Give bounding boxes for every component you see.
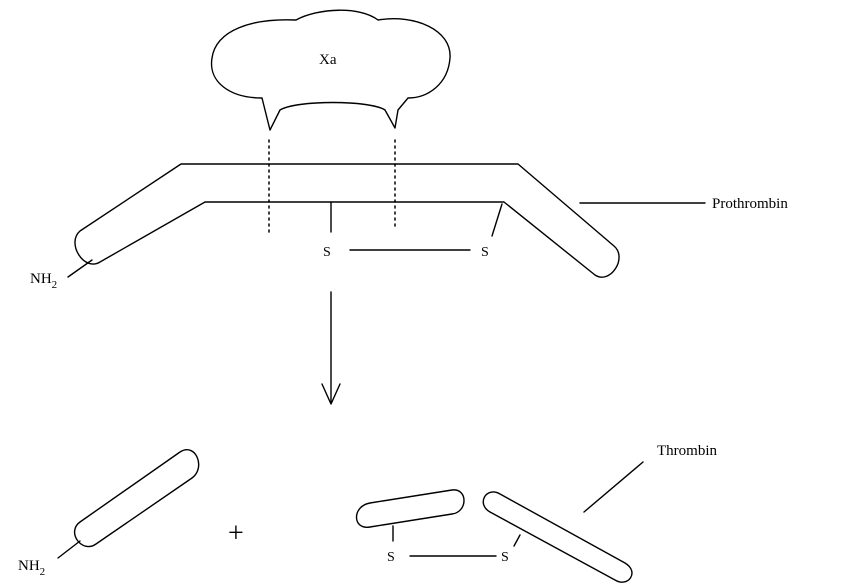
prothrombin-nh2-subscript: 2 — [52, 279, 58, 291]
prothrombin-molecule: S S — [74, 163, 620, 278]
thrombin-leader-line — [583, 461, 644, 513]
thrombin-heavy-chain — [482, 491, 633, 583]
prothrombin-disulfide-stem-right — [491, 203, 503, 237]
reaction-arrow-head — [321, 383, 341, 405]
fragment-nh2-leader — [57, 540, 81, 559]
thrombin-molecule: S S — [355, 489, 633, 583]
fragment-nh2-label: NH2 — [18, 558, 45, 578]
fragment-nh2-subscript: 2 — [40, 566, 46, 578]
thrombin-sulfur-left: S — [387, 550, 395, 565]
thrombin-disulfide-stem-right — [513, 534, 521, 547]
factor-xa-label: Xa — [319, 52, 337, 68]
factor-xa-enzyme: Xa — [210, 9, 451, 131]
thrombin-sulfur-right: S — [501, 550, 509, 565]
prothrombin-nh2-leader — [67, 259, 93, 278]
prothrombin-nh2-text: NH — [30, 271, 52, 287]
prothrombin-label: Prothrombin — [712, 196, 788, 212]
prothrombin-sulfur-left: S — [323, 245, 331, 260]
thrombin-label: Thrombin — [657, 443, 717, 459]
activation-fragment-outline — [73, 449, 200, 548]
prothrombin-nh2-label: NH2 — [30, 271, 57, 291]
prothrombin-outline — [74, 163, 620, 278]
thrombin-light-chain — [355, 489, 465, 528]
fragment-nh2-text: NH — [18, 558, 40, 574]
activation-fragment — [73, 449, 200, 548]
prothrombin-sulfur-right: S — [481, 245, 489, 260]
reaction-arrow — [321, 291, 341, 405]
plus-sign: + — [228, 518, 244, 549]
factor-xa-outline — [210, 9, 451, 131]
